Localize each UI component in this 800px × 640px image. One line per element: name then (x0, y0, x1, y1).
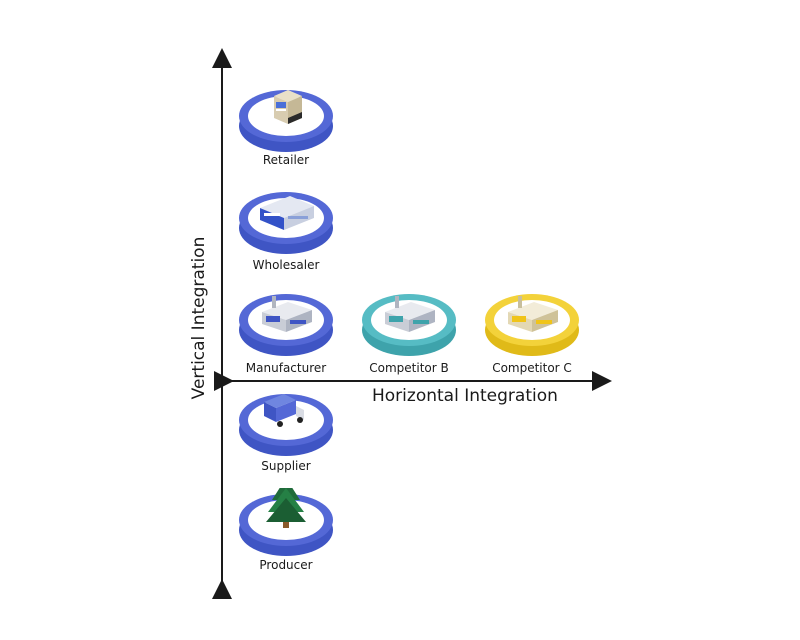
factory-icon (239, 294, 333, 356)
factory-icon (485, 294, 579, 356)
wholesaler-label: Wholesaler (252, 258, 320, 272)
manufacturer-label: Manufacturer (245, 361, 327, 375)
warehouse-icon (239, 192, 333, 254)
supplier-node (236, 388, 336, 458)
factory-icon (362, 294, 456, 356)
producer-label: Producer (259, 558, 313, 572)
manufacturer-node (236, 288, 336, 358)
competitor-b-node (359, 288, 459, 358)
competitor-c-node (482, 288, 582, 358)
retailer-label: Retailer (262, 153, 310, 167)
horizontal-axis-title: Horizontal Integration (372, 386, 558, 406)
producer-node (236, 488, 336, 558)
truck-icon (239, 394, 333, 456)
vertical-axis-title: Vertical Integration (189, 236, 209, 400)
wholesaler-node (236, 186, 336, 256)
competitor-b-label: Competitor B (369, 361, 449, 375)
retailer-node (236, 84, 336, 154)
tree-icon (239, 488, 333, 556)
competitor-c-label: Competitor C (492, 361, 572, 375)
store-icon (239, 90, 333, 152)
supplier-label: Supplier (261, 459, 311, 473)
